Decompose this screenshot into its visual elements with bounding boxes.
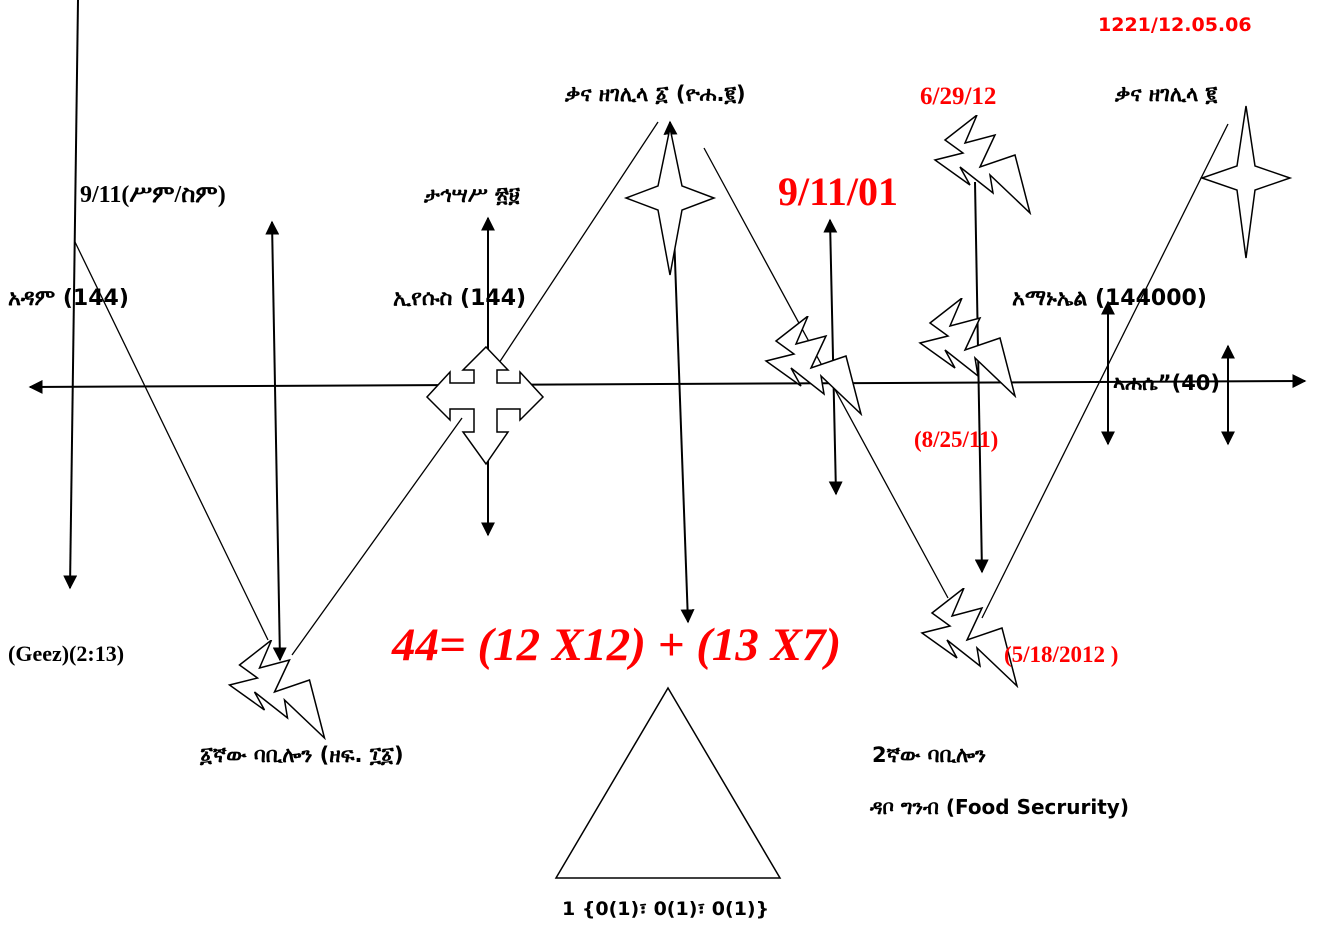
equation-label: 44= (12 X12) + (13 X7) (392, 619, 842, 671)
lightning-bolt-icon (921, 588, 1018, 687)
date-8-25-11: (8/25/11) (914, 427, 999, 452)
babylon-2-label: 2ኛው ባቢሎን (872, 743, 987, 767)
babylon-1-label: ፩ኛው ባቢሎን (ዘፍ. ፲፩) (200, 743, 404, 767)
lightning-bolt-icon (934, 115, 1031, 214)
amanuel-label: አማኑኤል (144000) (1012, 286, 1207, 311)
triangle-shape (554, 686, 782, 879)
zigzag-line-1 (74, 241, 269, 641)
date-9-11-left: 9/11(ሥም/ስም) (80, 182, 226, 208)
cana-label-right: ቃና ዘገሊላ ፪ (1115, 82, 1218, 106)
four-point-star-icon (1199, 105, 1293, 259)
date-5-18-2012: (5/18/2012 ) (1004, 642, 1119, 667)
date-6-29-12: 6/29/12 (920, 83, 997, 110)
lightning-bolt-icon (228, 640, 326, 739)
zigzag-line-5 (981, 123, 1229, 619)
adam-label: አዳም (144) (8, 286, 129, 311)
lightning-bolt-icon (765, 316, 862, 415)
four-way-arrow-icon (425, 345, 545, 466)
top-right-code: 1221/12.05.06 (1098, 14, 1252, 36)
date-9-11-01: 9/11/01 (778, 169, 899, 214)
zigzag-line-3 (492, 121, 659, 373)
lightning-bolt-icon (919, 298, 1016, 397)
zigzag-line-2 (291, 417, 463, 656)
triangle-caption: 1 {0(1)፣ 0(1)፣ 0(1)} (562, 898, 770, 920)
vertical-arrow-9-11-left (265, 220, 287, 662)
tagmash-label: ታኅሣሥ ፳፱ (424, 183, 520, 207)
geez-label: (Geez)(2:13) (8, 641, 125, 666)
four-point-star-icon (623, 127, 717, 276)
food-security-label: ዳቦ ግንብ (Food Secrurity) (870, 795, 1129, 819)
left-vertical-arrow (63, 0, 79, 590)
vertical-arrow-9-11-01 (823, 218, 843, 496)
cana-label-left: ቃና ዘገሊላ ፩ (ዮሐ.፪) (565, 82, 746, 106)
kalid-label: ኣሐሴ”(40) (1113, 371, 1221, 395)
iyesus-label: ኢየሱስ (144) (393, 286, 527, 311)
